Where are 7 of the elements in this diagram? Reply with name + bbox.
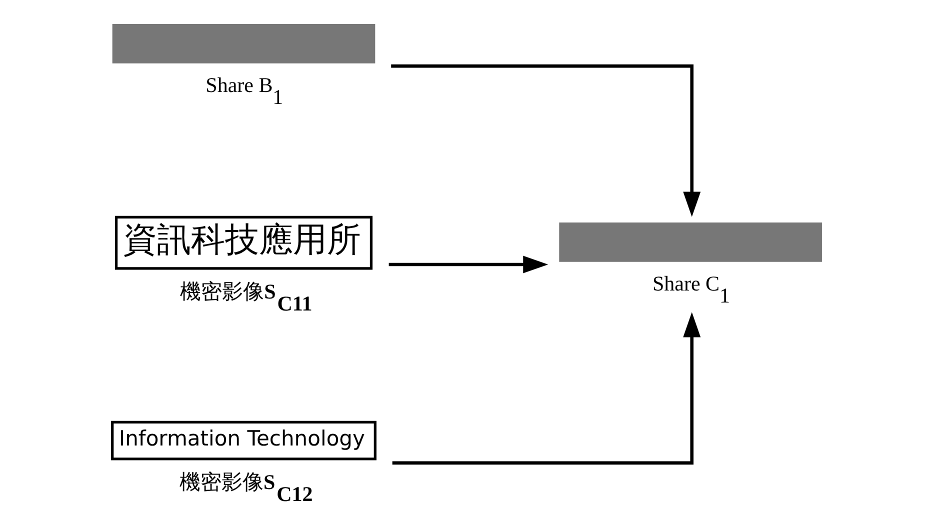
node-box: Information Technology xyxy=(111,420,376,460)
node-bar xyxy=(112,24,376,64)
arrow xyxy=(392,312,701,465)
node-box: 資訊科技應用所 xyxy=(114,216,373,270)
node-bar xyxy=(559,222,822,262)
arrow xyxy=(391,64,701,217)
arrow xyxy=(388,256,548,274)
